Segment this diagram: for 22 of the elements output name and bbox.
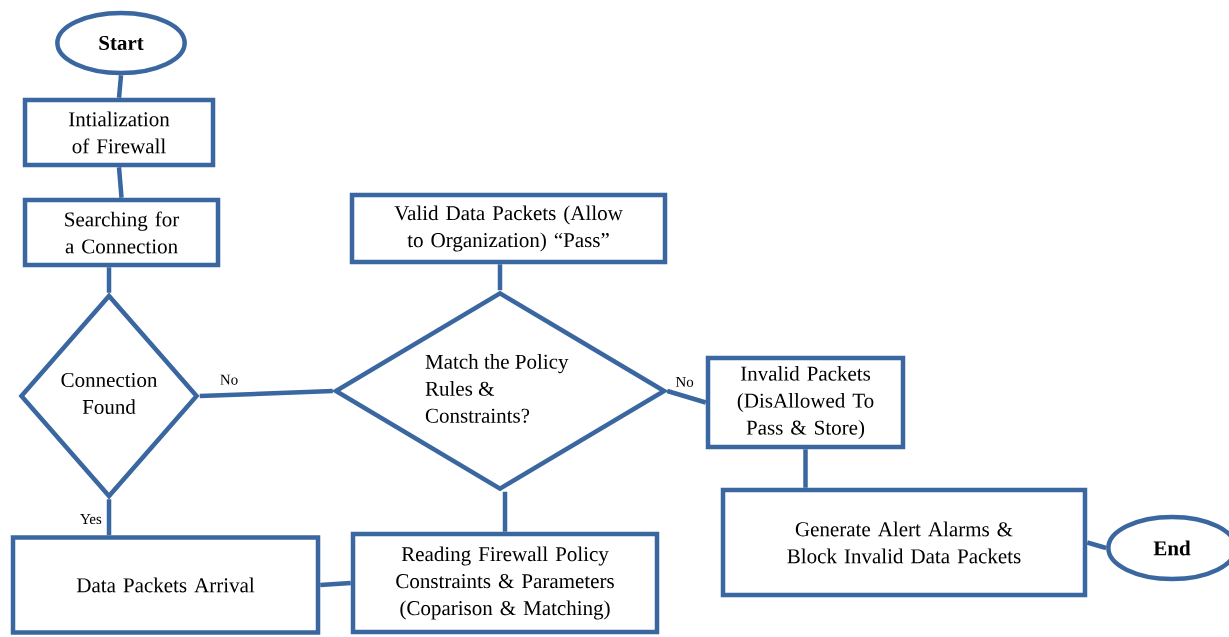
connector-line	[116, 75, 124, 98]
edge-label: Yes	[79, 513, 103, 526]
connector-line	[497, 264, 503, 291]
connector-line	[199, 388, 333, 399]
process-box: Data Packets Arrival	[10, 535, 321, 635]
connector-line	[502, 491, 508, 532]
process-box: Generate Alert Alarms & Block Invalid Data Packets	[720, 487, 1088, 598]
connector-line	[320, 580, 351, 588]
connector-line	[106, 499, 112, 536]
process-box: Valid Data Packets (Allow to Organization) “Pass”	[349, 192, 668, 265]
process-box: Invalid Packets (DisAllowed To Pass & Store)	[705, 355, 906, 450]
edge-label: No	[674, 376, 695, 388]
terminator-oval: Start	[55, 10, 187, 76]
connector-line	[1086, 540, 1107, 551]
edge-label: No	[218, 373, 240, 386]
connector-line	[116, 167, 124, 198]
process-box: Searching for a Connection	[22, 197, 221, 268]
connector-line	[106, 267, 112, 293]
process-box: Intialization of Firewall	[22, 97, 216, 168]
connector-line	[666, 388, 707, 405]
connector-line	[803, 449, 808, 488]
process-box: Reading Firewall Policy Constraints & Parameters (Coparison & Matching)	[350, 531, 660, 635]
